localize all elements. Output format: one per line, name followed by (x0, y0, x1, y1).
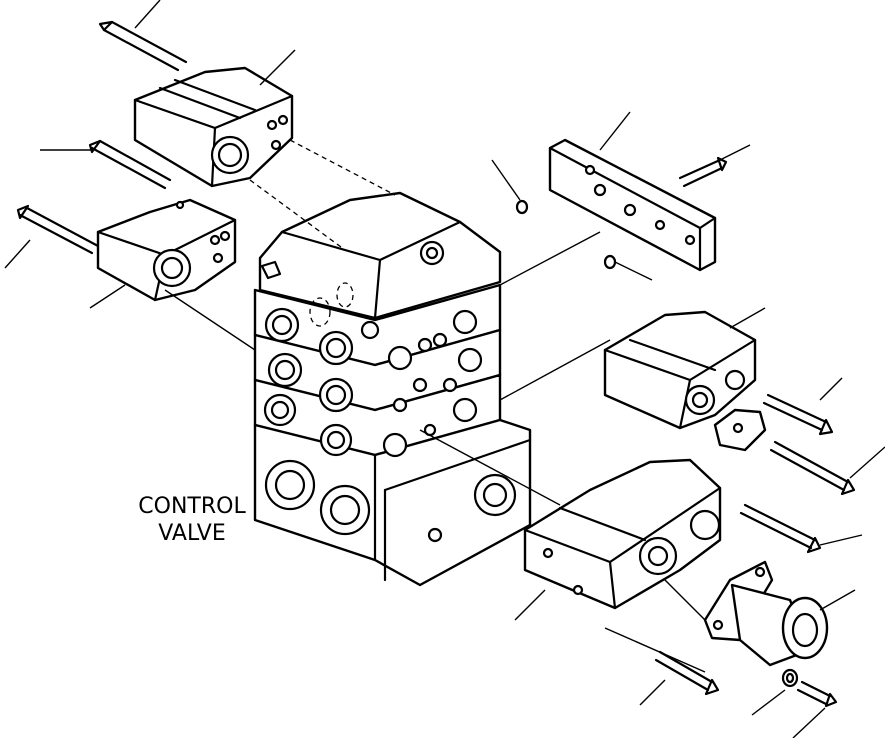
solenoid-icon (703, 560, 829, 667)
bolt-icon (88, 139, 172, 190)
alignment-lines (164, 139, 706, 673)
o-ring-icon (515, 199, 529, 215)
cover-plate (548, 138, 717, 272)
o-ring-icon (781, 668, 799, 688)
o-ring-icon (603, 254, 617, 270)
upper-left-valve-block (133, 66, 294, 188)
bolt-icon (678, 156, 728, 188)
middle-left-valve-block (96, 198, 237, 302)
bolt-icon (762, 393, 834, 436)
control-valve-body (253, 191, 532, 587)
bolt-icon (796, 680, 838, 708)
lower-right-valve-block (523, 458, 722, 610)
right-middle-valve-block (603, 310, 767, 452)
control-valve-label-line1: CONTROL (138, 494, 246, 519)
bolt-icon (769, 440, 856, 496)
bolt-icon (739, 503, 822, 554)
control-valve-label-line2: VALVE (158, 521, 225, 546)
bolt-icon (16, 204, 100, 255)
bolt-icon (98, 20, 188, 72)
callout-leaders (4, 0, 885, 738)
bolt-icon (654, 650, 720, 696)
